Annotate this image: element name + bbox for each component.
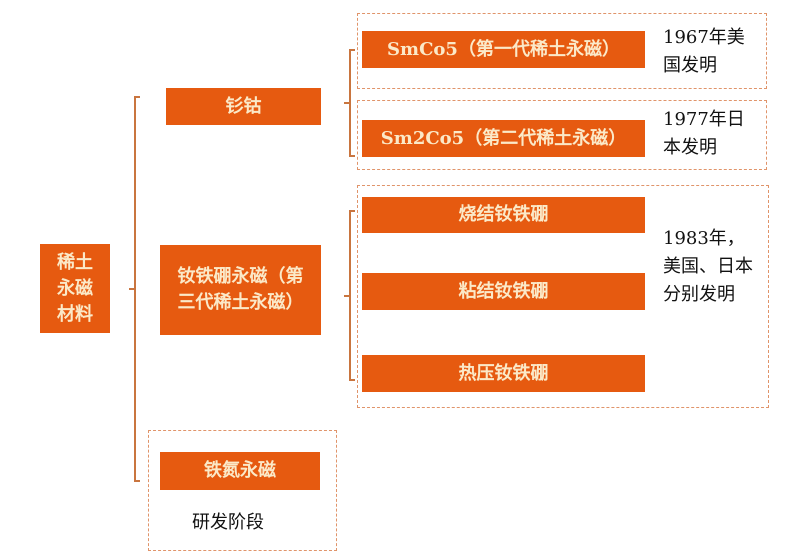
fen-group xyxy=(148,430,337,551)
hotpressed-ndfeb-node: 热压钕铁硼 xyxy=(362,355,645,392)
ndfeb-bracket xyxy=(349,210,355,381)
root-bracket xyxy=(134,96,140,482)
smco-node: 钐钴 xyxy=(166,88,321,125)
ndfeb-group xyxy=(357,185,769,408)
sintered-ndfeb-node: 烧结钕铁硼 xyxy=(362,197,645,233)
ndfeb-note: 1983年，美国、日本分别发明 xyxy=(663,228,753,305)
root-node: 稀土 永磁 材料 xyxy=(40,244,110,333)
ndfeb-bracket-tick xyxy=(344,295,349,297)
smco-bracket xyxy=(349,49,355,157)
sm2co5-note: 1977年日本发明 xyxy=(663,109,745,158)
smco5-note: 1967年美国发明 xyxy=(663,27,745,76)
smco5-group xyxy=(357,13,767,89)
bonded-ndfeb-node: 粘结钕铁硼 xyxy=(362,273,645,310)
sm2co5-group xyxy=(357,100,767,170)
smco5-node: SmCo5（第一代稀土永磁） xyxy=(362,31,645,68)
sm2co5-node: Sm2Co5（第二代稀土永磁） xyxy=(362,120,645,157)
smco-bracket-tick xyxy=(344,102,349,104)
root-bracket-tick xyxy=(129,288,134,290)
fen-node: 铁氮永磁 xyxy=(160,452,320,490)
fen-note: 研发阶段 xyxy=(192,512,264,533)
ndfeb-node: 钕铁硼永磁（第三代稀土永磁） xyxy=(160,245,321,335)
